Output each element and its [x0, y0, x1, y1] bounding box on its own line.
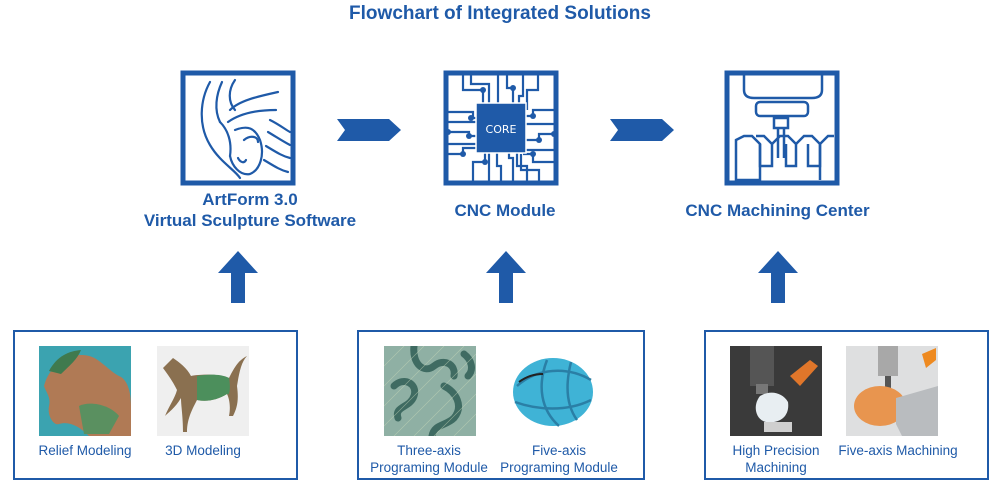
- panel-artform-features: Relief Modeling 3D Modeling: [13, 330, 298, 480]
- panel-cnc-module-features: Three-axis Programing Module Five-axis P…: [357, 330, 645, 480]
- panel-machining-features: High Precision Machining Five-axis Machi…: [704, 330, 989, 480]
- caption-high-precision: High Precision Machining: [714, 442, 838, 476]
- cnc-machine-icon: [724, 70, 840, 186]
- caption-line: Machining: [745, 460, 807, 475]
- stage-title: ArtForm 3.0: [202, 190, 298, 209]
- caption-3d-modeling: 3D Modeling: [147, 442, 259, 459]
- caption-line: Three-axis: [397, 443, 461, 458]
- egg-machining-image: [846, 346, 938, 436]
- stage-label-artform: ArtForm 3.0 Virtual Sculpture Software: [100, 189, 400, 231]
- caption-line: Relief Modeling: [38, 443, 132, 458]
- five-axis-sphere-image: [507, 346, 599, 436]
- caption-line: Five-axis: [531, 443, 586, 458]
- stage-label-machining-center: CNC Machining Center: [685, 201, 870, 220]
- caption-line: Programing Module: [370, 460, 488, 475]
- chip-text: CORE: [486, 123, 517, 136]
- up-arrow-icon: [486, 251, 526, 303]
- caption-five-axis-machining: Five-axis Machining: [836, 442, 960, 459]
- stage-subtitle: Virtual Sculpture Software: [143, 211, 357, 230]
- relief-horse-image: [39, 346, 131, 436]
- three-axis-relief-image: [384, 346, 476, 436]
- machining-spindle-image: [730, 346, 822, 436]
- caption-line: Five-axis Machining: [838, 443, 958, 458]
- sculpture-head-icon: [180, 70, 296, 186]
- right-arrow-icon: [610, 119, 674, 141]
- caption-five-axis: Five-axis Programing Module: [494, 442, 624, 476]
- up-arrow-icon: [218, 251, 258, 303]
- caption-line: High Precision: [732, 443, 820, 458]
- up-arrow-icon: [758, 251, 798, 303]
- stage-label-cnc-module: CNC Module: [454, 201, 556, 220]
- core-chip-icon: CORE: [443, 70, 559, 186]
- caption-relief-modeling: Relief Modeling: [29, 442, 141, 459]
- caption-line: 3D Modeling: [165, 443, 241, 458]
- diagram-title: Flowchart of Integrated Solutions: [349, 3, 651, 24]
- 3d-horse-image: [157, 346, 249, 436]
- caption-line: Programing Module: [500, 460, 618, 475]
- right-arrow-icon: [337, 119, 401, 141]
- caption-three-axis: Three-axis Programing Module: [364, 442, 494, 476]
